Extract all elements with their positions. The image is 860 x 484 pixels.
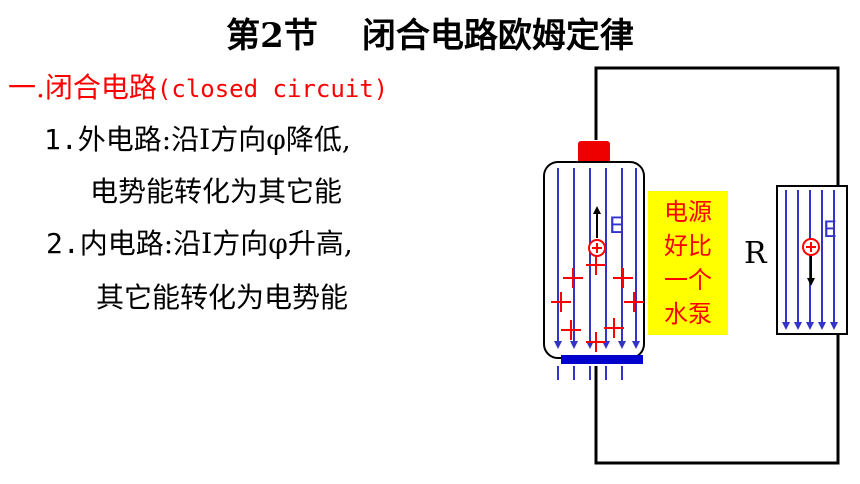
point-2-head: 内电路: (79, 227, 174, 260)
analogy-line: 好比 (664, 232, 712, 260)
point-1-line: 1.外电路:沿I方向φ降低, (44, 118, 351, 158)
section-heading: 一.闭合电路(closed circuit) (8, 66, 388, 106)
point-1-number: 1. (44, 123, 78, 156)
point-2-line: 2.内电路:沿I方向φ升高, (46, 222, 353, 262)
point-1-text: 沿I方向φ降低, (171, 123, 351, 156)
page-title: 第2节 闭合电路欧姆定律 (0, 8, 860, 57)
section-topic: 闭合电路欧姆定律 (361, 16, 634, 56)
battery-positive-charges (551, 255, 644, 352)
battery-negative-terminal (561, 355, 643, 364)
section-number: 第2节 (226, 16, 318, 56)
analogy-line: 水泵 (664, 300, 712, 328)
pump-analogy-note: 电源 好比 一个 水泵 (648, 191, 728, 335)
battery-positive-terminal (578, 141, 610, 163)
point-2-number: 2. (46, 227, 80, 260)
point-2-text: 沿I方向φ升高, (173, 227, 353, 260)
resistor-label: R (744, 236, 767, 271)
heading-label: 闭合电路 (44, 71, 157, 104)
resistor-field-arrowheads (782, 322, 838, 330)
resistor-test-charge (802, 238, 820, 286)
resistor-field-label: E (823, 218, 837, 243)
battery-test-charge (588, 206, 606, 257)
heading-english: (closed circuit) (156, 75, 389, 103)
battery-leakage-ticks (557, 366, 623, 380)
heading-number: 一. (8, 71, 45, 104)
battery-field-lines (557, 168, 637, 346)
point-1-head: 外电路: (77, 123, 172, 156)
analogy-line: 一个 (664, 266, 712, 294)
analogy-line: 电源 (664, 198, 712, 226)
point-1-continuation: 电势能转化为其它能 (90, 175, 343, 208)
battery-field-label: E (609, 214, 623, 239)
point-2-continuation: 其它能转化为电势能 (96, 281, 349, 314)
